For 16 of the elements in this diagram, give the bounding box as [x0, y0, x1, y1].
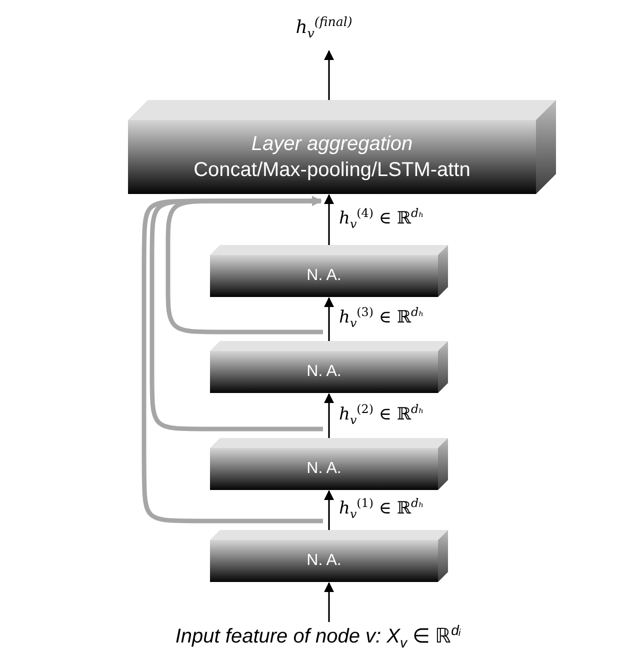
arrow — [324, 194, 334, 245]
arrow — [324, 297, 334, 341]
edge-label: h$_{v}$$^{(4)}$ ∈ ℝ$^{dₕ}$ — [339, 206, 424, 231]
block-label: N. A. — [306, 363, 342, 381]
block-label: N. A. — [306, 460, 342, 478]
edge-label: h$_{v}$$^{(2)}$ ∈ ℝ$^{dₕ}$ — [339, 402, 424, 427]
input-label: Input feature of node v: X$_{v}$ ∈ ℝ$^{dᵢ}$ — [174, 622, 462, 651]
arrow — [324, 50, 334, 100]
arrow — [324, 582, 334, 622]
block-label: Concat/Max-pooling/LSTM-attn — [192, 159, 472, 182]
block-label: N. A. — [306, 267, 342, 285]
block-label: N. A. — [306, 552, 342, 570]
block-title: Layer aggregation — [250, 133, 414, 156]
skip-connection-arrow — [142, 196, 323, 524]
arrow — [324, 393, 334, 438]
arrow — [324, 490, 334, 530]
